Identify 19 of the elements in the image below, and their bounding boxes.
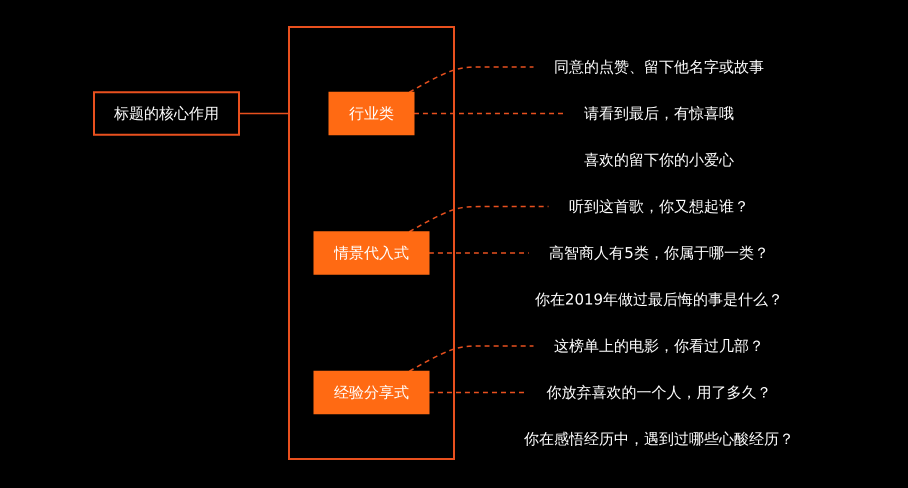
connector [414, 113, 564, 115]
node-text: 高智商人有5类，你属于哪一类？ [549, 244, 769, 262]
node-text: 喜欢的留下你的小爱心 [584, 151, 734, 170]
node-text: 同意的点赞、留下他名字或故事 [554, 58, 764, 76]
node-text: 你在感悟经历中，遇到过哪些心酸经历？ [524, 430, 794, 448]
connector [408, 346, 534, 372]
connector [408, 206, 549, 233]
node-text: 你放弃喜欢的一个人，用了多久？ [546, 384, 772, 402]
cluster [288, 26, 455, 460]
node-text: 你在2019年做过最后悔的事是什么？ [534, 290, 784, 309]
connector [408, 66, 534, 94]
node-text: 听到这首歌，你又想起谁？ [569, 198, 749, 216]
connector [239, 113, 289, 115]
node-text: 请看到最后，有惊喜哦 [584, 104, 734, 123]
node-box: 标题的核心作用 [93, 92, 240, 136]
node-box: 经验分享式 [314, 371, 430, 415]
node-box: 行业类 [328, 92, 414, 136]
node-text: 这榜单上的电影，你看过几部？ [554, 337, 764, 356]
connector [429, 392, 526, 394]
